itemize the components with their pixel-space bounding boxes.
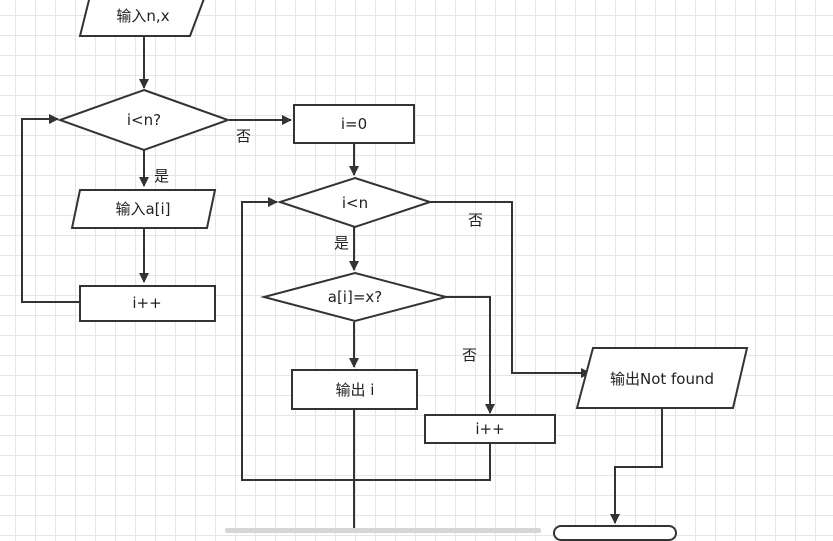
- node-cond-i-lt-n-q[interactable]: i<n?: [57, 88, 231, 152]
- node-output-i-label: 输出 i: [336, 381, 375, 399]
- node-input-nx-label: 输入n,x: [116, 7, 169, 25]
- partial-terminal-node[interactable]: [553, 525, 677, 541]
- edge-label-no-1: 否: [236, 127, 251, 145]
- node-init-i0[interactable]: i=0: [293, 104, 415, 144]
- node-inc1[interactable]: i++: [79, 285, 216, 322]
- node-cond-i-lt-n[interactable]: i<n: [276, 176, 434, 229]
- node-output-i[interactable]: 输出 i: [291, 369, 418, 410]
- node-cond-i-lt-n-label: i<n: [342, 194, 368, 212]
- node-input-nx[interactable]: 输入n,x: [78, 0, 205, 37]
- edge-not-found-down[interactable]: [610, 409, 663, 524]
- edge-label-no-3: 否: [462, 346, 477, 364]
- edge-inc1-loop-back[interactable]: [21, 114, 80, 303]
- node-output-not-found-label: 输出Not found: [610, 370, 714, 388]
- node-cond-ai-eq-x[interactable]: a[i]=x?: [260, 271, 450, 323]
- edge-inc2-loop-back[interactable]: [241, 197, 491, 481]
- edge-label-yes-1: 是: [154, 167, 169, 185]
- node-inc2[interactable]: i++: [424, 414, 556, 444]
- node-init-i0-label: i=0: [341, 115, 367, 133]
- edge-cond2-no-to-not-found[interactable]: [430, 201, 591, 378]
- flow-edges: [21, 37, 663, 533]
- horizontal-scrollbar[interactable]: [225, 528, 541, 533]
- edge-label-yes-2: 是: [334, 234, 349, 252]
- node-inc2-label: i++: [475, 420, 504, 438]
- node-input-ai-label: 输入a[i]: [115, 200, 170, 218]
- node-cond-i-lt-n-q-label: i<n?: [127, 111, 161, 129]
- node-inc1-label: i++: [132, 294, 161, 312]
- node-cond-ai-eq-x-label: a[i]=x?: [328, 288, 382, 306]
- node-input-ai[interactable]: 输入a[i]: [70, 189, 217, 229]
- edge-label-no-2: 否: [468, 211, 483, 229]
- node-output-not-found[interactable]: 输出Not found: [575, 347, 749, 409]
- edge-cond3-no-to-inc2[interactable]: [446, 296, 495, 414]
